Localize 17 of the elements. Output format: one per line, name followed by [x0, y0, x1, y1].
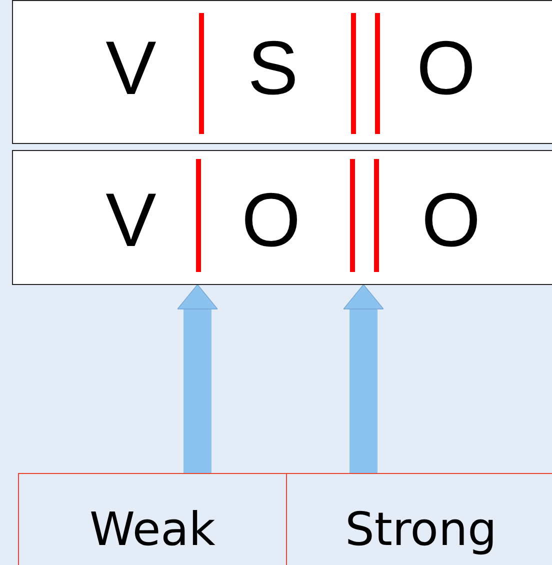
word-order-letter: S: [248, 31, 298, 107]
word-order-letter: O: [241, 183, 301, 259]
sentence-row-box: [12, 0, 552, 144]
divider-bar: [199, 13, 204, 134]
strength-label: Weak: [90, 502, 216, 556]
word-order-letter: O: [416, 31, 476, 107]
strength-label: Strong: [345, 502, 497, 556]
word-order-letter: V: [106, 183, 156, 259]
up-arrow: [177, 284, 218, 473]
strength-cell: [18, 473, 287, 565]
up-arrow: [343, 284, 384, 473]
double-divider-bar: [350, 159, 379, 272]
word-order-letter: V: [106, 31, 156, 107]
sentence-row-box: [12, 150, 552, 285]
double-divider-bar: [351, 13, 380, 134]
divider-bar: [196, 159, 201, 272]
word-order-letter: O: [421, 183, 481, 259]
